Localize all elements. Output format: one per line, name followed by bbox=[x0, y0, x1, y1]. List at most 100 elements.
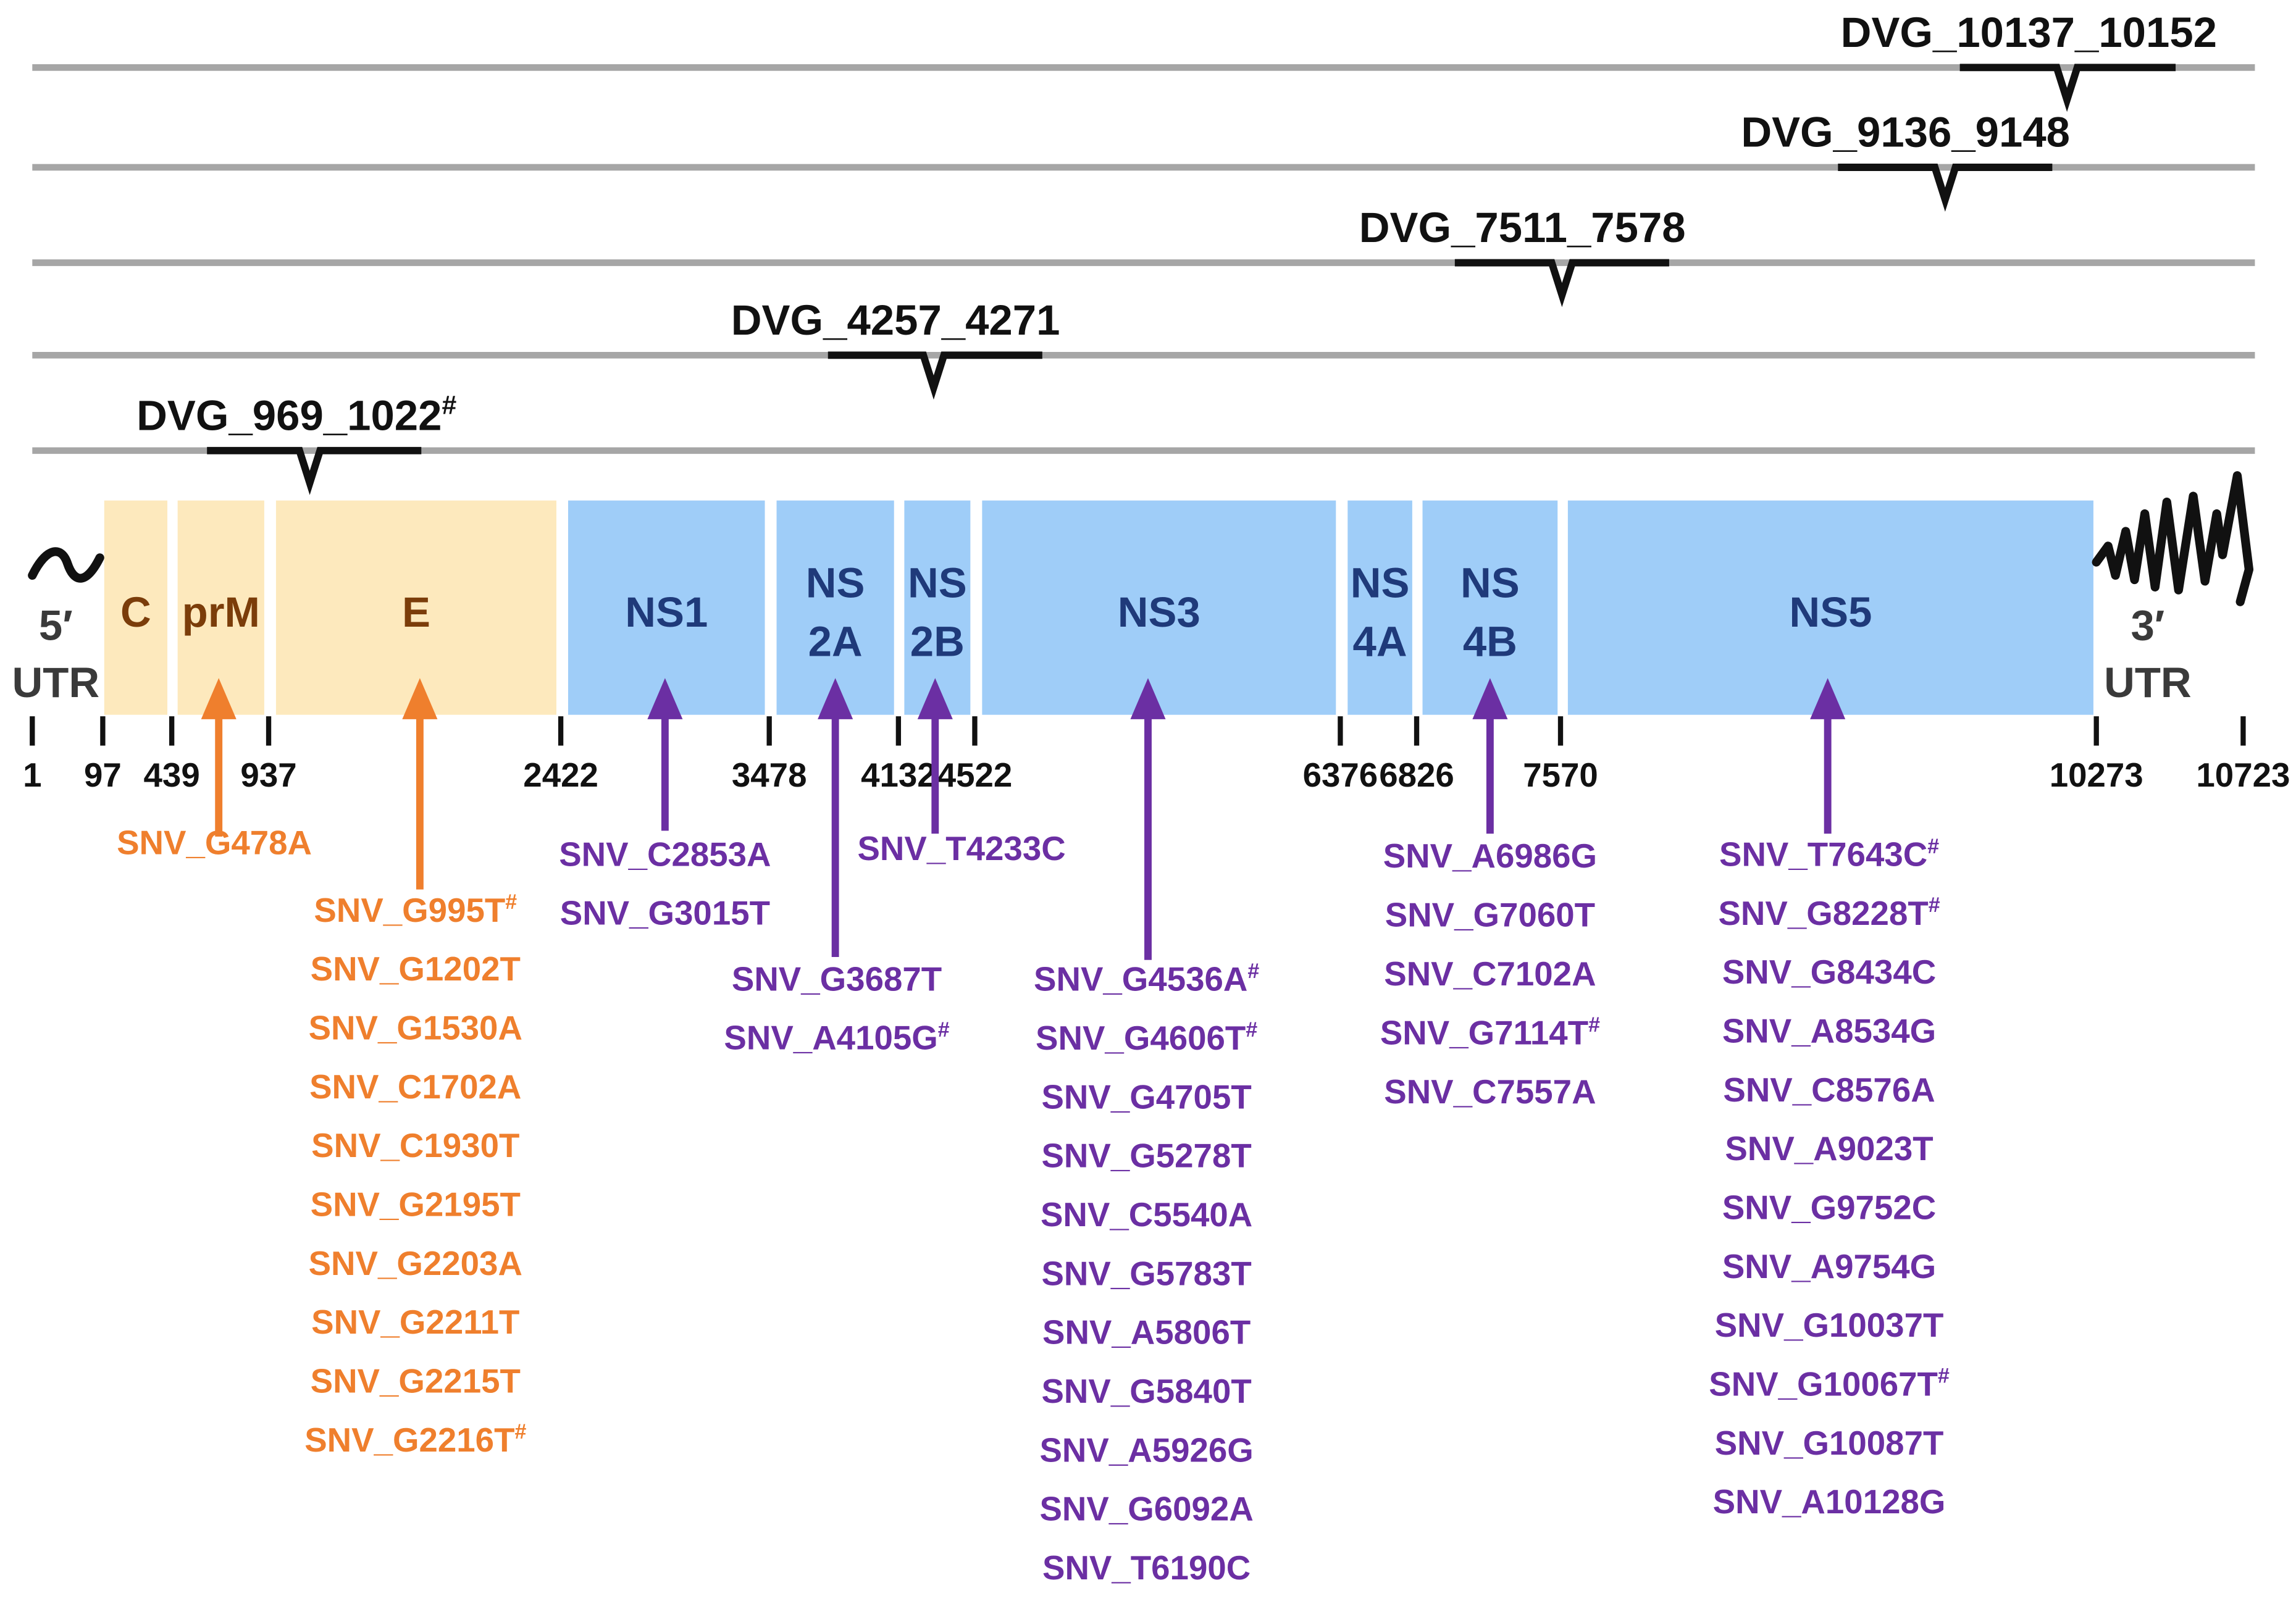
snv-label: SNV_G6092A bbox=[1039, 1490, 1253, 1528]
snv-label: SNV_A9023T bbox=[1725, 1130, 1933, 1168]
snv-label-mark: # bbox=[1588, 1013, 1600, 1037]
snv-label: SNV_G478A bbox=[117, 824, 312, 862]
snv-arrow-head bbox=[402, 678, 438, 719]
snv-label: SNV_G2203A bbox=[309, 1245, 522, 1282]
snv-label-text: SNV_G3687T bbox=[732, 961, 942, 998]
snv-label: SNV_C7102A bbox=[1384, 955, 1596, 993]
snv-label-text: SNV_G5840T bbox=[1041, 1373, 1251, 1410]
snv-arrow-head bbox=[917, 678, 953, 719]
position-label: 4522 bbox=[937, 756, 1013, 794]
snv-label-text: SNV_C1702A bbox=[309, 1068, 521, 1106]
snv-label-text: SNV_G2195T bbox=[311, 1186, 521, 1224]
snv-label-text: SNV_G2203A bbox=[309, 1245, 522, 1282]
snv-label: SNV_G3015T bbox=[560, 895, 770, 932]
snv-label: SNV_G10067T# bbox=[1709, 1365, 1950, 1403]
segment-box-ns1 bbox=[568, 500, 765, 715]
segment-label-ns4a-line1: NS bbox=[1351, 559, 1410, 607]
dvg-label: DVG_4257_4271 bbox=[731, 296, 1060, 344]
snv-label: SNV_G10037T bbox=[1715, 1306, 1944, 1344]
snv-label-text: SNV_G10087T bbox=[1715, 1424, 1944, 1462]
snv-label-text: SNV_A9754G bbox=[1722, 1248, 1936, 1285]
snv-label: SNV_G5783T bbox=[1041, 1255, 1251, 1292]
snv-label: SNV_G2216T# bbox=[304, 1420, 526, 1459]
dvg-deletion-marker bbox=[207, 446, 422, 495]
utr5-label-line2: UTR bbox=[12, 659, 100, 706]
snv-label-text: SNV_A9023T bbox=[1725, 1130, 1933, 1168]
snv-arrow-head bbox=[818, 678, 853, 719]
snv-group-ns5: SNV_T7643C# SNV_G8228T# SNV_G8434C SNV_A853… bbox=[1709, 678, 1950, 1521]
snv-label-mark: # bbox=[1929, 893, 1940, 917]
snv-label-text: SNV_G10067T bbox=[1709, 1366, 1938, 1403]
dvg-label: DVG_10137_10152 bbox=[1841, 9, 2217, 56]
snv-group-ns2b: SNV_T4233C bbox=[857, 678, 1066, 867]
segment-box-ns4a bbox=[1347, 500, 1412, 715]
snv-label: SNV_A5806T bbox=[1042, 1314, 1251, 1352]
snv-label: SNV_G2195T bbox=[311, 1186, 521, 1224]
snv-label-text: SNV_G7060T bbox=[1385, 896, 1595, 934]
snv-label-text: SNV_T4233C bbox=[857, 830, 1065, 867]
position-label: 10723 bbox=[2196, 756, 2290, 794]
snv-label-text: SNV_G5278T bbox=[1041, 1137, 1251, 1175]
segment-label-ns2b-line2: 2B bbox=[910, 618, 965, 666]
dvg-track-1: DVG_969_1022# bbox=[32, 390, 2255, 495]
snv-group-prm: SNV_G478A bbox=[117, 678, 312, 862]
snv-label-text: SNV_G8434C bbox=[1722, 953, 1936, 991]
snv-label: SNV_G8434C bbox=[1722, 953, 1936, 991]
snv-label: SNV_C7557A bbox=[1384, 1073, 1596, 1111]
snv-label: SNV_G2211T bbox=[311, 1303, 519, 1341]
snv-group-ns4b: SNV_A6986GSNV_G7060TSNV_C7102ASNV_G7114T… bbox=[1380, 678, 1600, 1111]
snv-label-text: SNV_C8576A bbox=[1723, 1071, 1935, 1109]
segment-box-ns5 bbox=[1567, 500, 2093, 715]
snv-label-text: SNV_T6190C bbox=[1042, 1549, 1251, 1587]
snv-label-text: SNV_G10037T bbox=[1715, 1306, 1944, 1344]
snv-label-mark: # bbox=[1247, 959, 1259, 983]
snv-label: SNV_A10128G bbox=[1713, 1483, 1946, 1521]
snv-label: SNV_G4536A# bbox=[1034, 959, 1259, 998]
snv-label: SNV_G9752C bbox=[1722, 1189, 1936, 1227]
segment-box-e bbox=[275, 500, 556, 715]
dvg-label-text: DVG_9136_9148 bbox=[1741, 109, 2070, 156]
segment-label-ns4b-line2: 4B bbox=[1463, 618, 1517, 666]
position-label: 10273 bbox=[2050, 756, 2143, 794]
dvg-label: DVG_9136_9148 bbox=[1741, 109, 2070, 156]
utr5-squiggle bbox=[28, 547, 104, 583]
snv-label: SNV_A8534G bbox=[1722, 1013, 1936, 1050]
snv-label-mark: # bbox=[1246, 1018, 1257, 1042]
position-label: 6376 bbox=[1303, 756, 1378, 794]
snv-label: SNV_T7643C# bbox=[1719, 835, 1939, 874]
snv-arrow-head bbox=[1472, 678, 1508, 719]
snv-label-text: SNV_G5783T bbox=[1041, 1255, 1251, 1292]
snv-label: SNV_G5278T bbox=[1041, 1137, 1251, 1175]
snv-label-text: SNV_A5926G bbox=[1039, 1431, 1253, 1469]
snv-arrow-head bbox=[1130, 678, 1166, 719]
snv-label: SNV_G4705T bbox=[1041, 1078, 1251, 1116]
snv-label: SNV_T4233C bbox=[857, 830, 1065, 867]
snv-label: SNV_A4105G# bbox=[724, 1018, 949, 1057]
snv-label: SNV_G1202T bbox=[311, 950, 521, 988]
position-label: 439 bbox=[144, 756, 200, 794]
utr3-label-line2: UTR bbox=[2104, 659, 2192, 706]
segment-label-ns4a-line2: 4A bbox=[1353, 618, 1407, 666]
position-label: 3478 bbox=[732, 756, 807, 794]
dvg-track-3: DVG_7511_7578 bbox=[32, 204, 2255, 307]
snv-label-text: SNV_A10128G bbox=[1713, 1483, 1946, 1521]
segment-label-ns3: NS3 bbox=[1118, 588, 1200, 636]
segment-label-ns2b-line1: NS bbox=[908, 559, 967, 607]
snv-label-text: SNV_G4705T bbox=[1041, 1078, 1251, 1116]
snv-label: SNV_A5926G bbox=[1039, 1431, 1253, 1469]
snv-label-text: SNV_G3015T bbox=[560, 895, 770, 932]
dvg-label-text: DVG_10137_10152 bbox=[1841, 9, 2217, 56]
snv-label: SNV_G1530A bbox=[309, 1009, 522, 1047]
position-label: 1 bbox=[23, 756, 41, 794]
segment-label-ns1: NS1 bbox=[625, 588, 708, 636]
snv-label: SNV_G2215T bbox=[311, 1363, 521, 1400]
position-label: 7570 bbox=[1523, 756, 1598, 794]
snv-label: SNV_G8228T# bbox=[1718, 893, 1940, 932]
snv-label-text: SNV_C7557A bbox=[1384, 1073, 1596, 1111]
snv-label-text: SNV_G478A bbox=[117, 824, 312, 862]
